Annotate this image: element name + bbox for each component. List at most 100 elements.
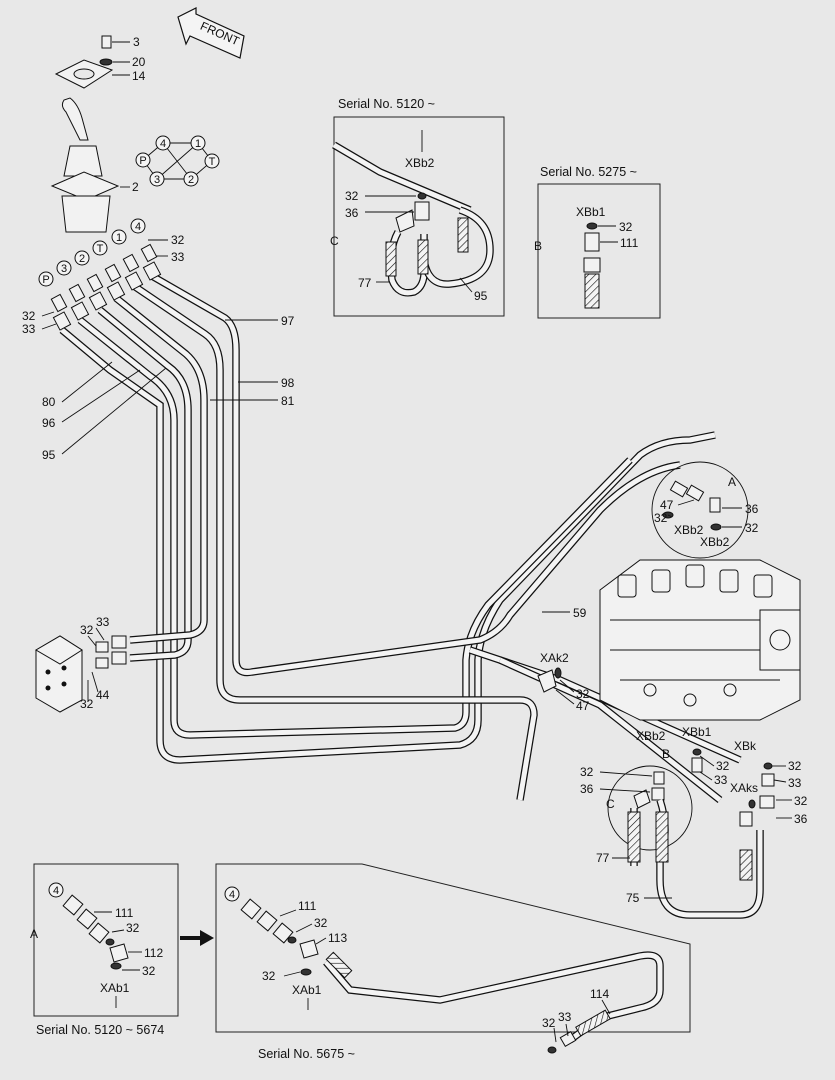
inset-b-32: 32 bbox=[619, 220, 633, 234]
callout-32-a: 32 bbox=[654, 511, 668, 525]
xbb2-label-a2: XBb2 bbox=[700, 535, 730, 549]
inset-a2-114: 114 bbox=[590, 987, 609, 1001]
inset-a-112: 112 bbox=[144, 946, 163, 960]
detail-a-region: 47 32 36 32 XBb2 XBb2 A bbox=[651, 461, 759, 559]
joystick-port-t: T bbox=[97, 243, 104, 255]
callout-32-block: 32 bbox=[80, 623, 94, 637]
joystick-boot bbox=[63, 145, 103, 177]
inset-a: Serial No. 5120 ~ 5674 A 4 111 32 112 32… bbox=[30, 863, 179, 1037]
callout-33-top: 33 bbox=[171, 250, 185, 264]
port-circle-1: 1 bbox=[190, 135, 206, 151]
joystick-port-labels: P 3 2 T 1 4 bbox=[38, 218, 146, 287]
callout-32-e: 32 bbox=[788, 759, 802, 773]
xaks-label: XAks bbox=[730, 781, 758, 795]
callout-32-mid: 32 bbox=[576, 687, 590, 701]
inset-a-frame bbox=[33, 863, 179, 1017]
inset-a2-113: 113 bbox=[328, 931, 347, 945]
joystick-port-2: 2 bbox=[79, 253, 85, 265]
joystick-base bbox=[50, 171, 120, 201]
inset-b-111: 111 bbox=[620, 236, 639, 250]
inset-a2-32-b: 32 bbox=[262, 969, 276, 983]
inset-a-port: 4 bbox=[53, 885, 59, 897]
washer-20 bbox=[99, 58, 113, 66]
callout-32-a2: 32 bbox=[745, 521, 759, 535]
bolt-3 bbox=[101, 35, 112, 49]
callout-32-f: 32 bbox=[794, 794, 808, 808]
lower-right-region: XBb2 XBb1 XBk B 32 36 C 32 33 32 33 XAks… bbox=[580, 725, 808, 919]
xbb2-label-c: XBb2 bbox=[636, 729, 666, 743]
inset-a2-33: 33 bbox=[558, 1010, 572, 1024]
callout-14: 14 bbox=[132, 69, 146, 83]
inset-a-111: 111 bbox=[115, 906, 134, 920]
joystick-assembly: 3 20 14 2 bbox=[50, 35, 146, 233]
inset-b-frame bbox=[537, 183, 661, 319]
callout-80: 80 bbox=[42, 395, 56, 409]
xak2-label: XAk2 bbox=[540, 651, 569, 665]
callout-32-left: 32 bbox=[22, 309, 36, 323]
inset-a2-111: 111 bbox=[298, 899, 317, 913]
ref-c: C bbox=[606, 797, 615, 811]
front-arrow: FRONT bbox=[177, 7, 245, 59]
callout-47-mid: 47 bbox=[576, 699, 590, 713]
inset-a2-xab1: XAb1 bbox=[292, 983, 322, 997]
svg-text:1: 1 bbox=[195, 138, 201, 150]
inset-c-frame bbox=[333, 116, 505, 317]
callout-32-top: 32 bbox=[171, 233, 185, 247]
inset-a-32-b: 32 bbox=[142, 964, 156, 978]
callout-36-f: 36 bbox=[794, 812, 808, 826]
callout-33-d: 33 bbox=[714, 773, 728, 787]
callout-32-d: 32 bbox=[716, 759, 730, 773]
inset-b-serial: Serial No. 5275 ~ bbox=[540, 165, 637, 179]
callout-20: 20 bbox=[132, 55, 146, 69]
callout-97: 97 bbox=[281, 314, 295, 328]
inset-a2-frame bbox=[215, 863, 691, 1033]
inset-a2: Serial No. 5675 ~ 4 111 32 113 32 XAb1 1… bbox=[215, 863, 691, 1061]
inset-c-95: 95 bbox=[474, 289, 488, 303]
inset-c-serial: Serial No. 5120 ~ bbox=[338, 97, 435, 111]
inset-c-xbb2: XBb2 bbox=[405, 156, 435, 170]
callout-3: 3 bbox=[133, 35, 140, 49]
callout-77: 77 bbox=[596, 851, 610, 865]
ref-b: B bbox=[662, 747, 670, 761]
inset-c-letter: C bbox=[330, 234, 339, 248]
inset-b-xbb1: XBb1 bbox=[576, 205, 606, 219]
callout-95: 95 bbox=[42, 448, 56, 462]
joystick-port-1: 1 bbox=[116, 232, 122, 244]
svg-text:4: 4 bbox=[160, 138, 166, 150]
callout-98: 98 bbox=[281, 376, 295, 390]
xbb1-label: XBb1 bbox=[682, 725, 712, 739]
callout-36-c: 36 bbox=[580, 782, 594, 796]
joystick-port-p: P bbox=[42, 274, 49, 286]
inset-a-xab1: XAb1 bbox=[100, 981, 130, 995]
left-valve-block: 33 32 44 32 bbox=[35, 615, 127, 713]
xbk-label: XBk bbox=[734, 739, 757, 753]
inset-b-letter: B bbox=[534, 239, 542, 253]
port-pattern: 4 1 P T 3 2 bbox=[135, 135, 220, 187]
inset-a2-32: 32 bbox=[314, 916, 328, 930]
callout-47-a: 47 bbox=[660, 498, 674, 512]
inset-a-letter: A bbox=[30, 927, 38, 941]
inset-c-36: 36 bbox=[345, 206, 359, 220]
joystick-fittings bbox=[50, 243, 162, 331]
inset-arrow bbox=[180, 930, 214, 946]
xbb2-label-a: XBb2 bbox=[674, 523, 704, 537]
inset-c: Serial No. 5120 ~ C XBb2 32 36 77 95 bbox=[330, 97, 505, 317]
port-circle-3: 3 bbox=[149, 171, 165, 187]
joystick-port-3: 3 bbox=[61, 263, 67, 275]
callout-33-e: 33 bbox=[788, 776, 802, 790]
port-circle-4: 4 bbox=[155, 135, 171, 151]
callout-44: 44 bbox=[96, 688, 110, 702]
main-hose-bundle bbox=[59, 272, 742, 803]
inset-c-77: 77 bbox=[358, 276, 372, 290]
inset-a2-serial: Serial No. 5675 ~ bbox=[258, 1047, 355, 1061]
port-circle-t: T bbox=[204, 153, 220, 169]
svg-text:2: 2 bbox=[188, 174, 194, 186]
ref-a: A bbox=[728, 475, 736, 489]
callout-33-block: 33 bbox=[96, 615, 110, 629]
callout-32-block-low: 32 bbox=[80, 697, 94, 711]
svg-text:P: P bbox=[139, 155, 146, 167]
callout-33-left: 33 bbox=[22, 322, 36, 336]
mid-labels: 59 XAk2 32 47 bbox=[537, 606, 590, 713]
inset-a-serial: Serial No. 5120 ~ 5674 bbox=[36, 1023, 164, 1037]
